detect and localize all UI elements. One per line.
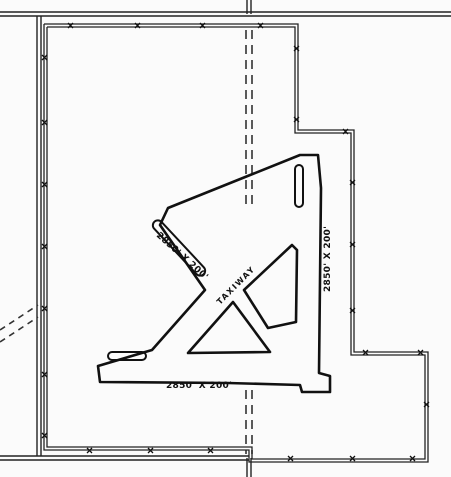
fence-markers: [41, 22, 430, 462]
runway-end-slot-nw: [151, 219, 207, 277]
runway-end-slot-w: [107, 351, 147, 361]
runway-outline: [96, 153, 332, 394]
runway-markings: [107, 164, 304, 361]
infield-triangle-upper: [242, 243, 299, 330]
runway-label-ew: 2850' X 200': [166, 381, 232, 391]
runway-end-slot-n: [294, 164, 304, 208]
runway-label-ne-sw: 2850' X 200': [154, 231, 210, 283]
boundary-fence: [43, 23, 429, 463]
runway-label-ns: 2850' X 200': [323, 226, 333, 292]
runway-system: [96, 153, 332, 394]
infield-triangle-lower: [186, 300, 272, 355]
dashed-track: [0, 304, 39, 343]
dashed-center-track: [245, 30, 253, 454]
